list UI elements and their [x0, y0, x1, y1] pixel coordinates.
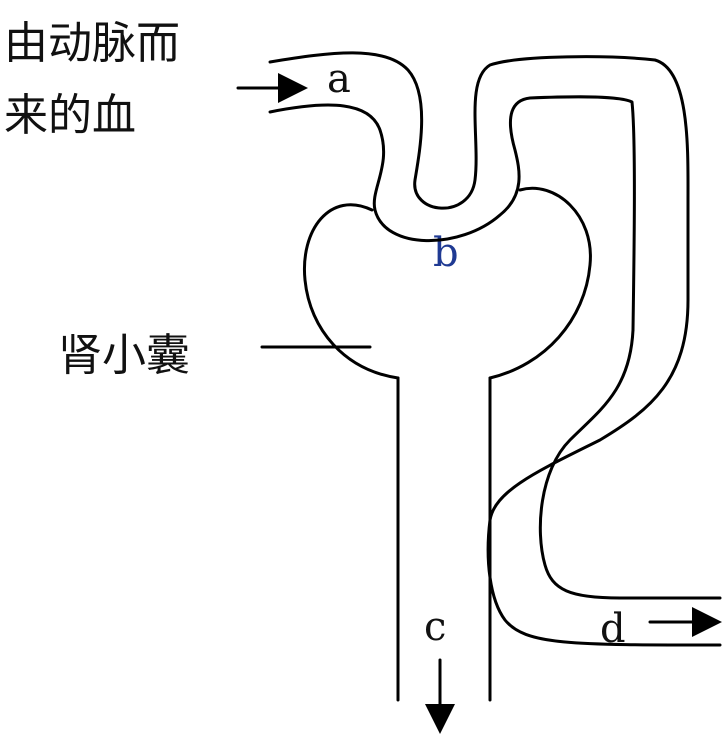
afferent-vessel-outer [268, 51, 690, 302]
capsule-right-outer [488, 186, 592, 380]
arterial-blood-label-line2: 来的血 [4, 90, 136, 141]
efferent-vessel-inner [538, 328, 722, 600]
label-c: c [424, 604, 446, 650]
efferent-vessel-outer [486, 298, 722, 647]
afferent-vessel-inner [268, 95, 636, 332]
capsule-outer [302, 203, 400, 380]
arterial-blood-label-line1: 由动脉而 [4, 18, 180, 69]
label-a: a [327, 56, 351, 102]
capsule-label: 肾小囊 [58, 330, 190, 381]
